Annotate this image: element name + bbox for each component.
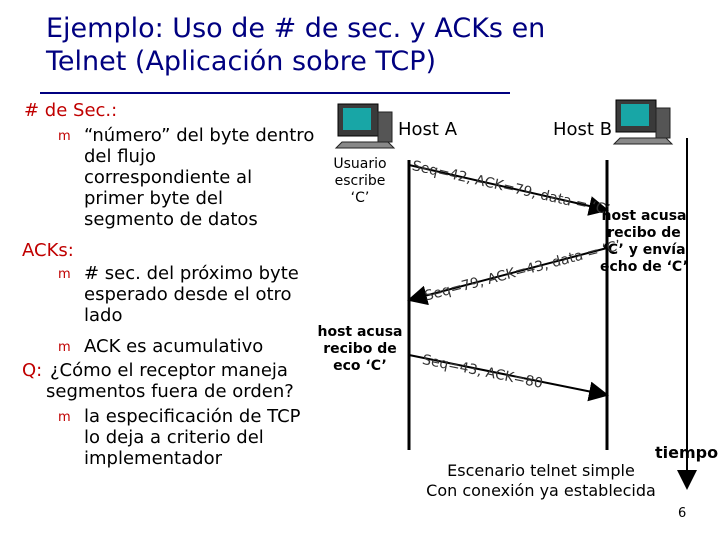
- seq-line-2: del flujo: [84, 146, 156, 167]
- host-b-ack-line-4: echo de ‘C’: [599, 259, 689, 275]
- seq-line-1: “número” del byte dentro: [84, 125, 315, 146]
- segment-arrow-1: [408, 164, 609, 216]
- acks-heading: ACKs:: [22, 240, 74, 261]
- time-label: tiempo: [655, 443, 719, 462]
- seq-line-4: primer byte del: [84, 188, 223, 209]
- caption-line-2: Con conexión ya establecida: [426, 481, 656, 500]
- title-line-1: Ejemplo: Uso de # de sec. y ACKs en: [46, 13, 546, 44]
- title-line-2: Telnet (Aplicación sobre TCP): [46, 46, 437, 77]
- scenario-caption: Escenario telnet simple Con conexión ya …: [416, 461, 666, 501]
- bullet-icon: m: [58, 340, 71, 355]
- host-b-ack-line-3: ‘C’ y envía: [602, 242, 686, 258]
- host-b-label: Host B: [553, 119, 613, 140]
- segment-arrow-3: [408, 354, 609, 402]
- host-a-ack-note: host acusa recibo de eco ‘C’: [312, 324, 408, 375]
- q-bullet-line-3: implementador: [84, 448, 222, 469]
- ack-bullet-1: # sec. del próximo byte esperado desde e…: [84, 263, 299, 326]
- host-b-ack-line-2: recibo de: [607, 225, 681, 241]
- ack1-line-3: lado: [84, 305, 123, 326]
- user-types-line-1: Usuario: [333, 156, 387, 172]
- segment-arrow-2: [407, 247, 608, 306]
- computer-icon: [612, 99, 674, 145]
- host-a-ack-line-3: eco ‘C’: [333, 358, 387, 374]
- user-types-note: Usuario escribe ‘C’: [320, 156, 400, 207]
- slide-title: Ejemplo: Uso de # de sec. y ACKs en Teln…: [46, 12, 545, 78]
- host-a-label: Host A: [398, 119, 458, 140]
- seq-heading: # de Sec.:: [24, 100, 118, 121]
- bullet-icon: m: [58, 267, 71, 282]
- user-types-line-2: escribe: [334, 173, 386, 189]
- host-a-ack-line-1: host acusa: [317, 324, 403, 340]
- q-bullet: la especificación de TCP lo deja a crite…: [84, 406, 301, 469]
- q-text: ¿Cómo el receptor maneja segmentos fuera…: [46, 360, 294, 402]
- host-a-ack-line-2: recibo de: [323, 341, 397, 357]
- title-underline: [40, 92, 510, 94]
- seq-line-3: correspondiente al: [84, 167, 253, 188]
- bullet-icon: m: [58, 129, 71, 144]
- seq-line-5: segmento de datos: [84, 209, 258, 230]
- computer-icon: [334, 103, 396, 149]
- q-label: Q:: [22, 360, 43, 381]
- q-line-1: ¿Cómo el receptor maneja: [50, 360, 288, 381]
- page-number: 6: [678, 506, 687, 521]
- user-types-line-3: ‘C’: [350, 190, 370, 206]
- ack-bullet-2: ACK es acumulativo: [84, 336, 264, 357]
- ack1-line-1: # sec. del próximo byte: [84, 263, 299, 284]
- ack1-line-2: esperado desde el otro: [84, 284, 292, 305]
- q-bullet-line-2: lo deja a criterio del: [84, 427, 264, 448]
- q-line-2: segmentos fuera de orden?: [46, 381, 294, 402]
- seq-bullet: “número” del byte dentro del flujo corre…: [84, 125, 314, 230]
- host-b-ack-line-1: host acusa: [601, 208, 687, 224]
- host-b-ack-note: host acusa recibo de ‘C’ y envía echo de…: [596, 208, 692, 276]
- caption-line-1: Escenario telnet simple: [447, 461, 635, 480]
- q-bullet-line-1: la especificación de TCP: [84, 406, 301, 427]
- bullet-icon: m: [58, 410, 71, 425]
